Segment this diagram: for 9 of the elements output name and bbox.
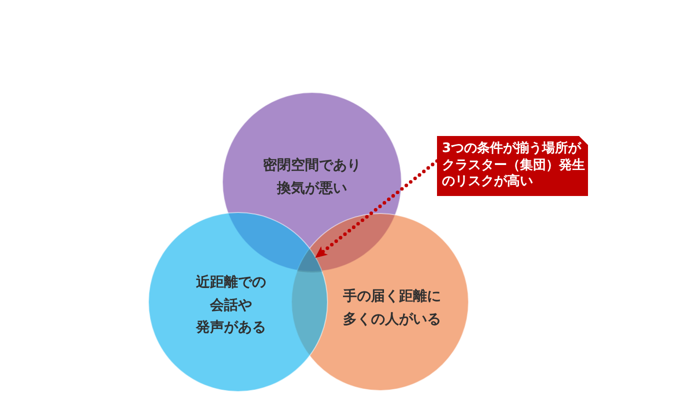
overlap-region [296, 248, 323, 272]
callout-box [437, 136, 588, 196]
circle-label: 近距離での会話や発声がある [196, 273, 266, 338]
callout-text: 3つの条件が揃う場所がクラスター（集団）発生のリスクが高い [442, 141, 585, 190]
leader-arrow [314, 159, 439, 259]
circle-label: 手の届く距離に多くの人がいる [343, 288, 441, 329]
venn-circle [222, 92, 402, 272]
circle-label: 密閉空間であり換気が悪い [263, 156, 361, 198]
venn-circle [148, 212, 328, 392]
